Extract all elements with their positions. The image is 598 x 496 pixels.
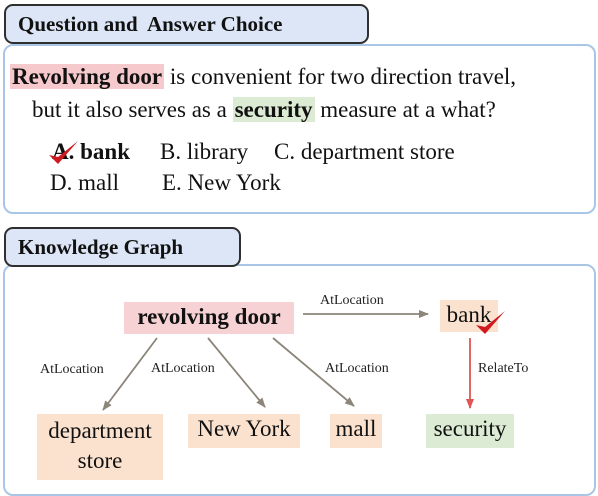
edge-label-revolving-mall: AtLocation <box>325 361 389 376</box>
choice-b: B. library <box>160 139 249 164</box>
node-security: security <box>426 414 514 448</box>
node-revolving-door: revolving door <box>124 302 294 334</box>
checkmark-icon <box>476 311 505 334</box>
edge-label-revolving-bank: AtLocation <box>320 293 384 308</box>
node-new-york: New York <box>188 414 300 448</box>
choice-e: E. New York <box>162 170 281 195</box>
question-line-2-after: measure at a what? <box>314 97 496 122</box>
question-line-2: but it also serves as a security measure… <box>32 97 496 123</box>
edge-revolving-mall <box>272 337 355 407</box>
question-line-1: Revolving door is convenient for two dir… <box>10 64 516 90</box>
node-mall: mall <box>330 414 382 448</box>
checkmark-icon <box>49 141 78 164</box>
question-highlight-security: security <box>232 97 315 122</box>
edge-revolving-department <box>102 337 158 411</box>
choice-c: C. department store <box>274 139 455 164</box>
node-department-store: department store <box>37 414 163 480</box>
kg-section-title: Knowledge Graph <box>4 227 241 267</box>
question-line-2-before: but it also serves as a <box>32 97 233 122</box>
qa-section-title: Question and Answer Choice <box>4 4 369 44</box>
question-highlight-revolving-door: Revolving door <box>10 64 165 89</box>
edge-label-bank-security: RelateTo <box>478 361 528 376</box>
question-line-1-text: is convenient for two direction travel, <box>164 64 517 89</box>
edge-label-revolving-newyork: AtLocation <box>151 361 215 376</box>
edge-label-revolving-department: AtLocation <box>40 362 104 377</box>
node-bank: bank <box>440 300 498 332</box>
choice-d: D. mall <box>50 170 119 195</box>
edge-revolving-newyork <box>207 337 266 408</box>
